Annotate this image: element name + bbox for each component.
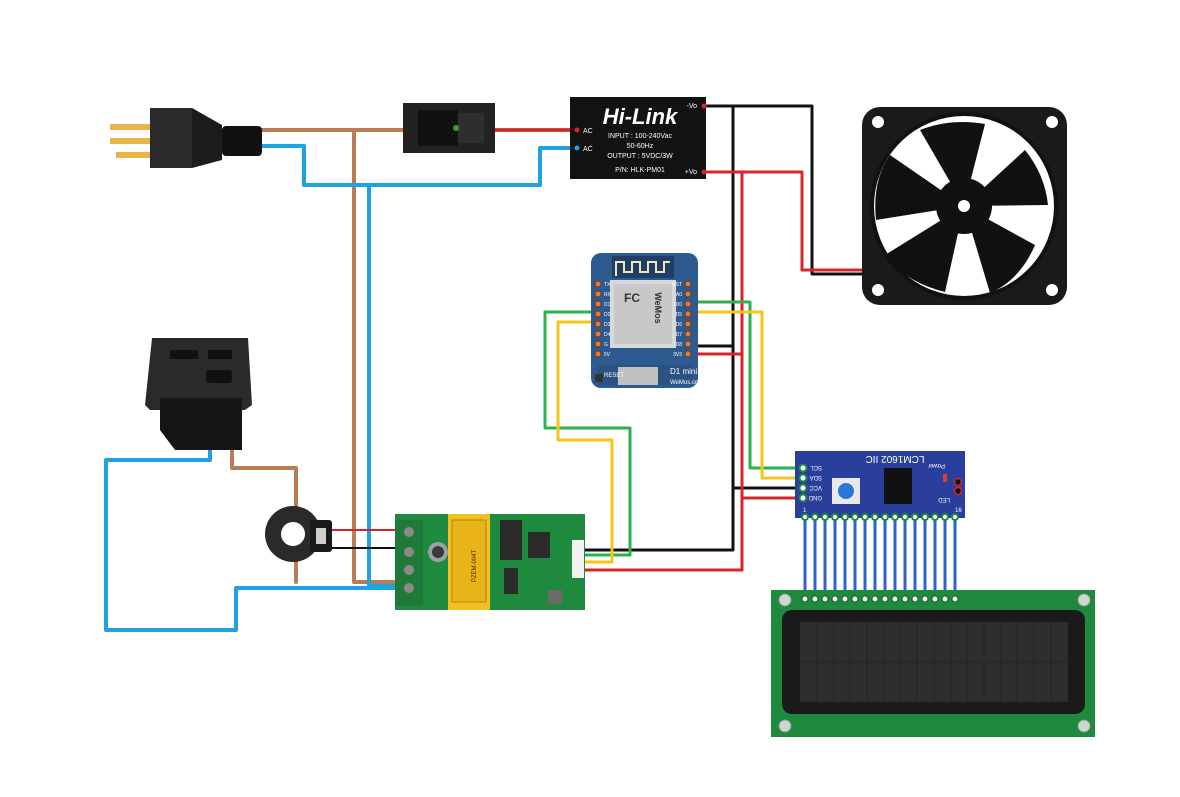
hilink-pin-ac2: AC xyxy=(583,146,593,153)
gnd-wire xyxy=(703,104,867,276)
hilink-freq: 50-60Hz xyxy=(627,143,654,150)
i2c-pin-sda: SDA xyxy=(810,474,822,480)
rx-wire xyxy=(556,320,614,564)
wemos-pin-label: RX xyxy=(604,292,612,298)
wemos-d1-mini: FC WeMos RESET D1 mini WeMos.cc TX RX D1… xyxy=(591,253,698,388)
rocker-switch[interactable] xyxy=(403,103,495,153)
wemos-site: WeMos.cc xyxy=(670,380,698,386)
wemos-pin-label: D5 xyxy=(676,312,683,318)
wemos-pin-label: D3 xyxy=(604,322,611,328)
hilink-pin-vneg: -Vo xyxy=(686,103,697,110)
ct-clamp xyxy=(265,506,332,562)
mains-plug xyxy=(110,108,262,168)
wemos-pin-label: RST xyxy=(672,282,682,288)
wemos-fcc: FC xyxy=(624,291,640,305)
i2c-pin-scl: SCL xyxy=(810,464,822,470)
wemos-pin-label: D8 xyxy=(676,342,683,348)
neutral-wire xyxy=(104,443,404,632)
lcd-1602-display xyxy=(771,590,1095,737)
i2c-pin-vcc: VCC xyxy=(809,484,822,490)
i2c-pin-last: 16 xyxy=(955,508,962,514)
wemos-pin-label: D7 xyxy=(676,332,683,338)
cooling-fan xyxy=(862,107,1067,305)
wemos-pin-label: A0 xyxy=(676,292,682,298)
hilink-module: Hi-Link INPUT : 100-240Vac 50-60Hz OUTPU… xyxy=(570,97,707,179)
wires xyxy=(104,104,957,632)
hilink-input: INPUT : 100-240Vac xyxy=(608,133,672,140)
wemos-pin-label: D2 xyxy=(604,312,611,318)
scl-wire xyxy=(686,300,804,470)
i2c-pin-gnd: GND xyxy=(808,494,822,500)
i2c-backpack: LCM1602 IIC SCL SDA VCC GND Power LED 1 … xyxy=(795,451,965,521)
pzem-module: PZEM-004T xyxy=(395,514,585,610)
gnd-wire xyxy=(580,104,735,552)
lcd-ribbon xyxy=(803,514,957,602)
tx-wire xyxy=(543,310,632,557)
sda-wire xyxy=(686,310,804,480)
wemos-brand: WeMos xyxy=(653,292,663,323)
wemos-pin-label: D0 xyxy=(676,302,683,308)
wemos-pin-label: D1 xyxy=(604,302,611,308)
hilink-pin-ac1: AC xyxy=(583,128,593,135)
wemos-pin-label: D6 xyxy=(676,322,683,328)
hilink-output: OUTPUT : 5VDC/3W xyxy=(607,153,673,160)
hilink-pn: P/N: HLK-PM01 xyxy=(615,167,665,174)
i2c-title: LCM1602 IIC xyxy=(866,453,925,464)
i2c-power-label: Power xyxy=(928,462,945,468)
wemos-pin-label: TX xyxy=(604,282,611,288)
pzem-label: PZEM-004T xyxy=(472,549,478,582)
wemos-right-header xyxy=(684,280,692,358)
i2c-pin-first: 1 xyxy=(803,508,807,514)
i2c-led-label: LED xyxy=(938,496,950,502)
ac-socket xyxy=(145,338,252,450)
wemos-left-header xyxy=(594,280,602,358)
vcc-wire xyxy=(703,170,867,272)
neutral-wire xyxy=(260,144,587,187)
wemos-pin-label: D4 xyxy=(604,332,611,338)
hilink-pin-vpos: +Vo xyxy=(685,169,697,176)
wemos-reset-label: RESET xyxy=(604,373,624,379)
live-wire xyxy=(352,128,404,584)
wemos-pin-label: 3V3 xyxy=(673,352,682,358)
wemos-pin-label: 5V xyxy=(604,352,611,358)
lcd-char-grid xyxy=(800,622,1068,702)
vcc-wire xyxy=(580,170,744,572)
hilink-brand: Hi-Link xyxy=(603,104,679,129)
wemos-pin-label: G xyxy=(604,342,608,348)
wemos-model: D1 mini xyxy=(670,367,697,376)
